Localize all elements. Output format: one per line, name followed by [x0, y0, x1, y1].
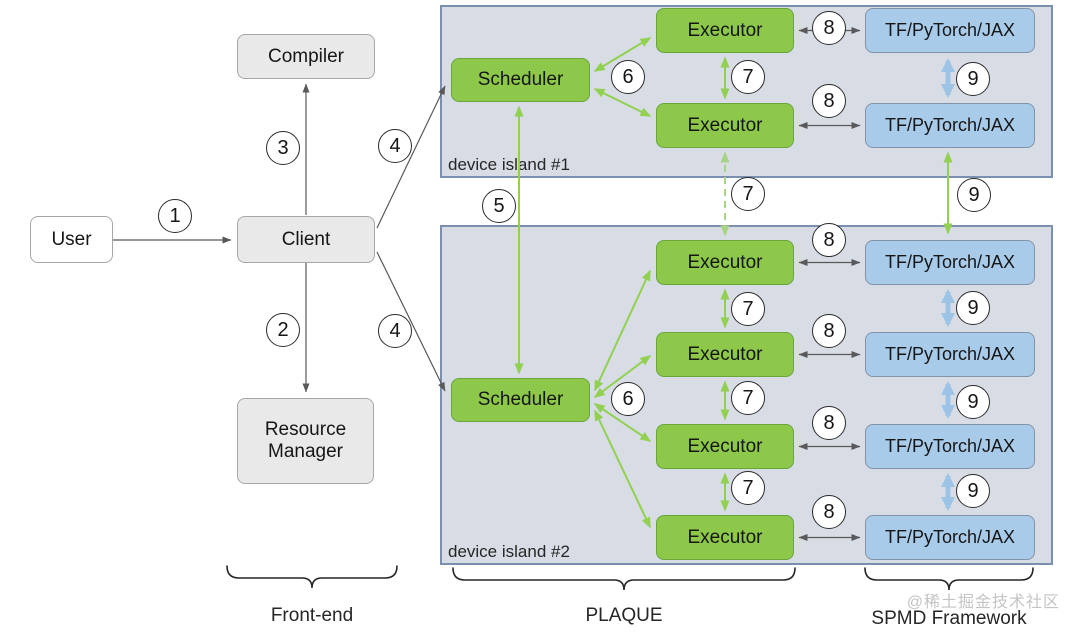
step-circle-1: 1	[158, 199, 192, 233]
step-circle-4-lower: 4	[378, 314, 412, 348]
step-circle-3: 3	[266, 131, 300, 165]
step-circle-4-upper: 4	[378, 129, 412, 163]
step-circle-9-i2a: 9	[956, 291, 990, 325]
watermark-text: @稀土掘金技术社区	[906, 594, 1060, 611]
step-circle-6-i2: 6	[611, 382, 645, 416]
step-circle-7-i2b: 7	[731, 381, 765, 415]
framework-node-i2r3: TF/PyTorch/JAX	[865, 424, 1035, 469]
framework-node-i2r1: TF/PyTorch/JAX	[865, 240, 1035, 285]
frontend-group-label: Front-end	[270, 605, 354, 626]
step-circle-8-i1r1: 8	[812, 11, 846, 45]
step-circle-2: 2	[266, 313, 300, 347]
step-circle-7-i2a: 7	[731, 292, 765, 326]
device-island-2-label: device island #2	[448, 542, 570, 561]
step-circle-7-i2c: 7	[731, 471, 765, 505]
step-circle-8-i1r2: 8	[812, 84, 846, 118]
resource-manager-node: Resource Manager	[237, 398, 374, 484]
step-circle-6-i1: 6	[611, 60, 645, 94]
executor-node-i2r3: Executor	[656, 424, 794, 469]
scheduler-node-island2: Scheduler	[451, 378, 590, 422]
spmd-group-label: SPMD Framework	[871, 608, 1027, 629]
scheduler-node-island1: Scheduler	[451, 58, 590, 102]
framework-node-i2r2: TF/PyTorch/JAX	[865, 332, 1035, 377]
step-circle-9-i2c: 9	[956, 474, 990, 508]
executor-node-i2r2: Executor	[656, 332, 794, 377]
step-circle-5: 5	[482, 189, 516, 223]
step-circle-9-i2b: 9	[956, 385, 990, 419]
framework-node-i1r2: TF/PyTorch/JAX	[865, 103, 1035, 148]
step-circle-8-i2r2: 8	[812, 314, 846, 348]
step-circle-7-gap: 7	[731, 177, 765, 211]
step-circle-8-i2r4: 8	[812, 495, 846, 529]
framework-node-i1r1: TF/PyTorch/JAX	[865, 8, 1035, 53]
executor-node-i2r1: Executor	[656, 240, 794, 285]
plaque-brace	[452, 567, 796, 591]
spmd-brace	[864, 567, 1034, 591]
client-node: Client	[237, 216, 375, 263]
executor-node-i2r4: Executor	[656, 515, 794, 560]
step-circle-9-gap: 9	[957, 178, 991, 212]
step-circle-8-i2r3: 8	[812, 406, 846, 440]
frontend-brace	[226, 565, 398, 589]
executor-node-i1r1: Executor	[656, 8, 794, 53]
compiler-node: Compiler	[237, 34, 375, 79]
device-island-1-label: device island #1	[448, 155, 570, 174]
step-circle-9-i1: 9	[956, 62, 990, 96]
step-circle-7-i1: 7	[731, 60, 765, 94]
executor-node-i1r2: Executor	[656, 103, 794, 148]
step-circle-8-i2r1: 8	[812, 223, 846, 257]
plaque-group-label: PLAQUE	[585, 605, 663, 626]
framework-node-i2r4: TF/PyTorch/JAX	[865, 515, 1035, 560]
user-node: User	[30, 216, 113, 263]
